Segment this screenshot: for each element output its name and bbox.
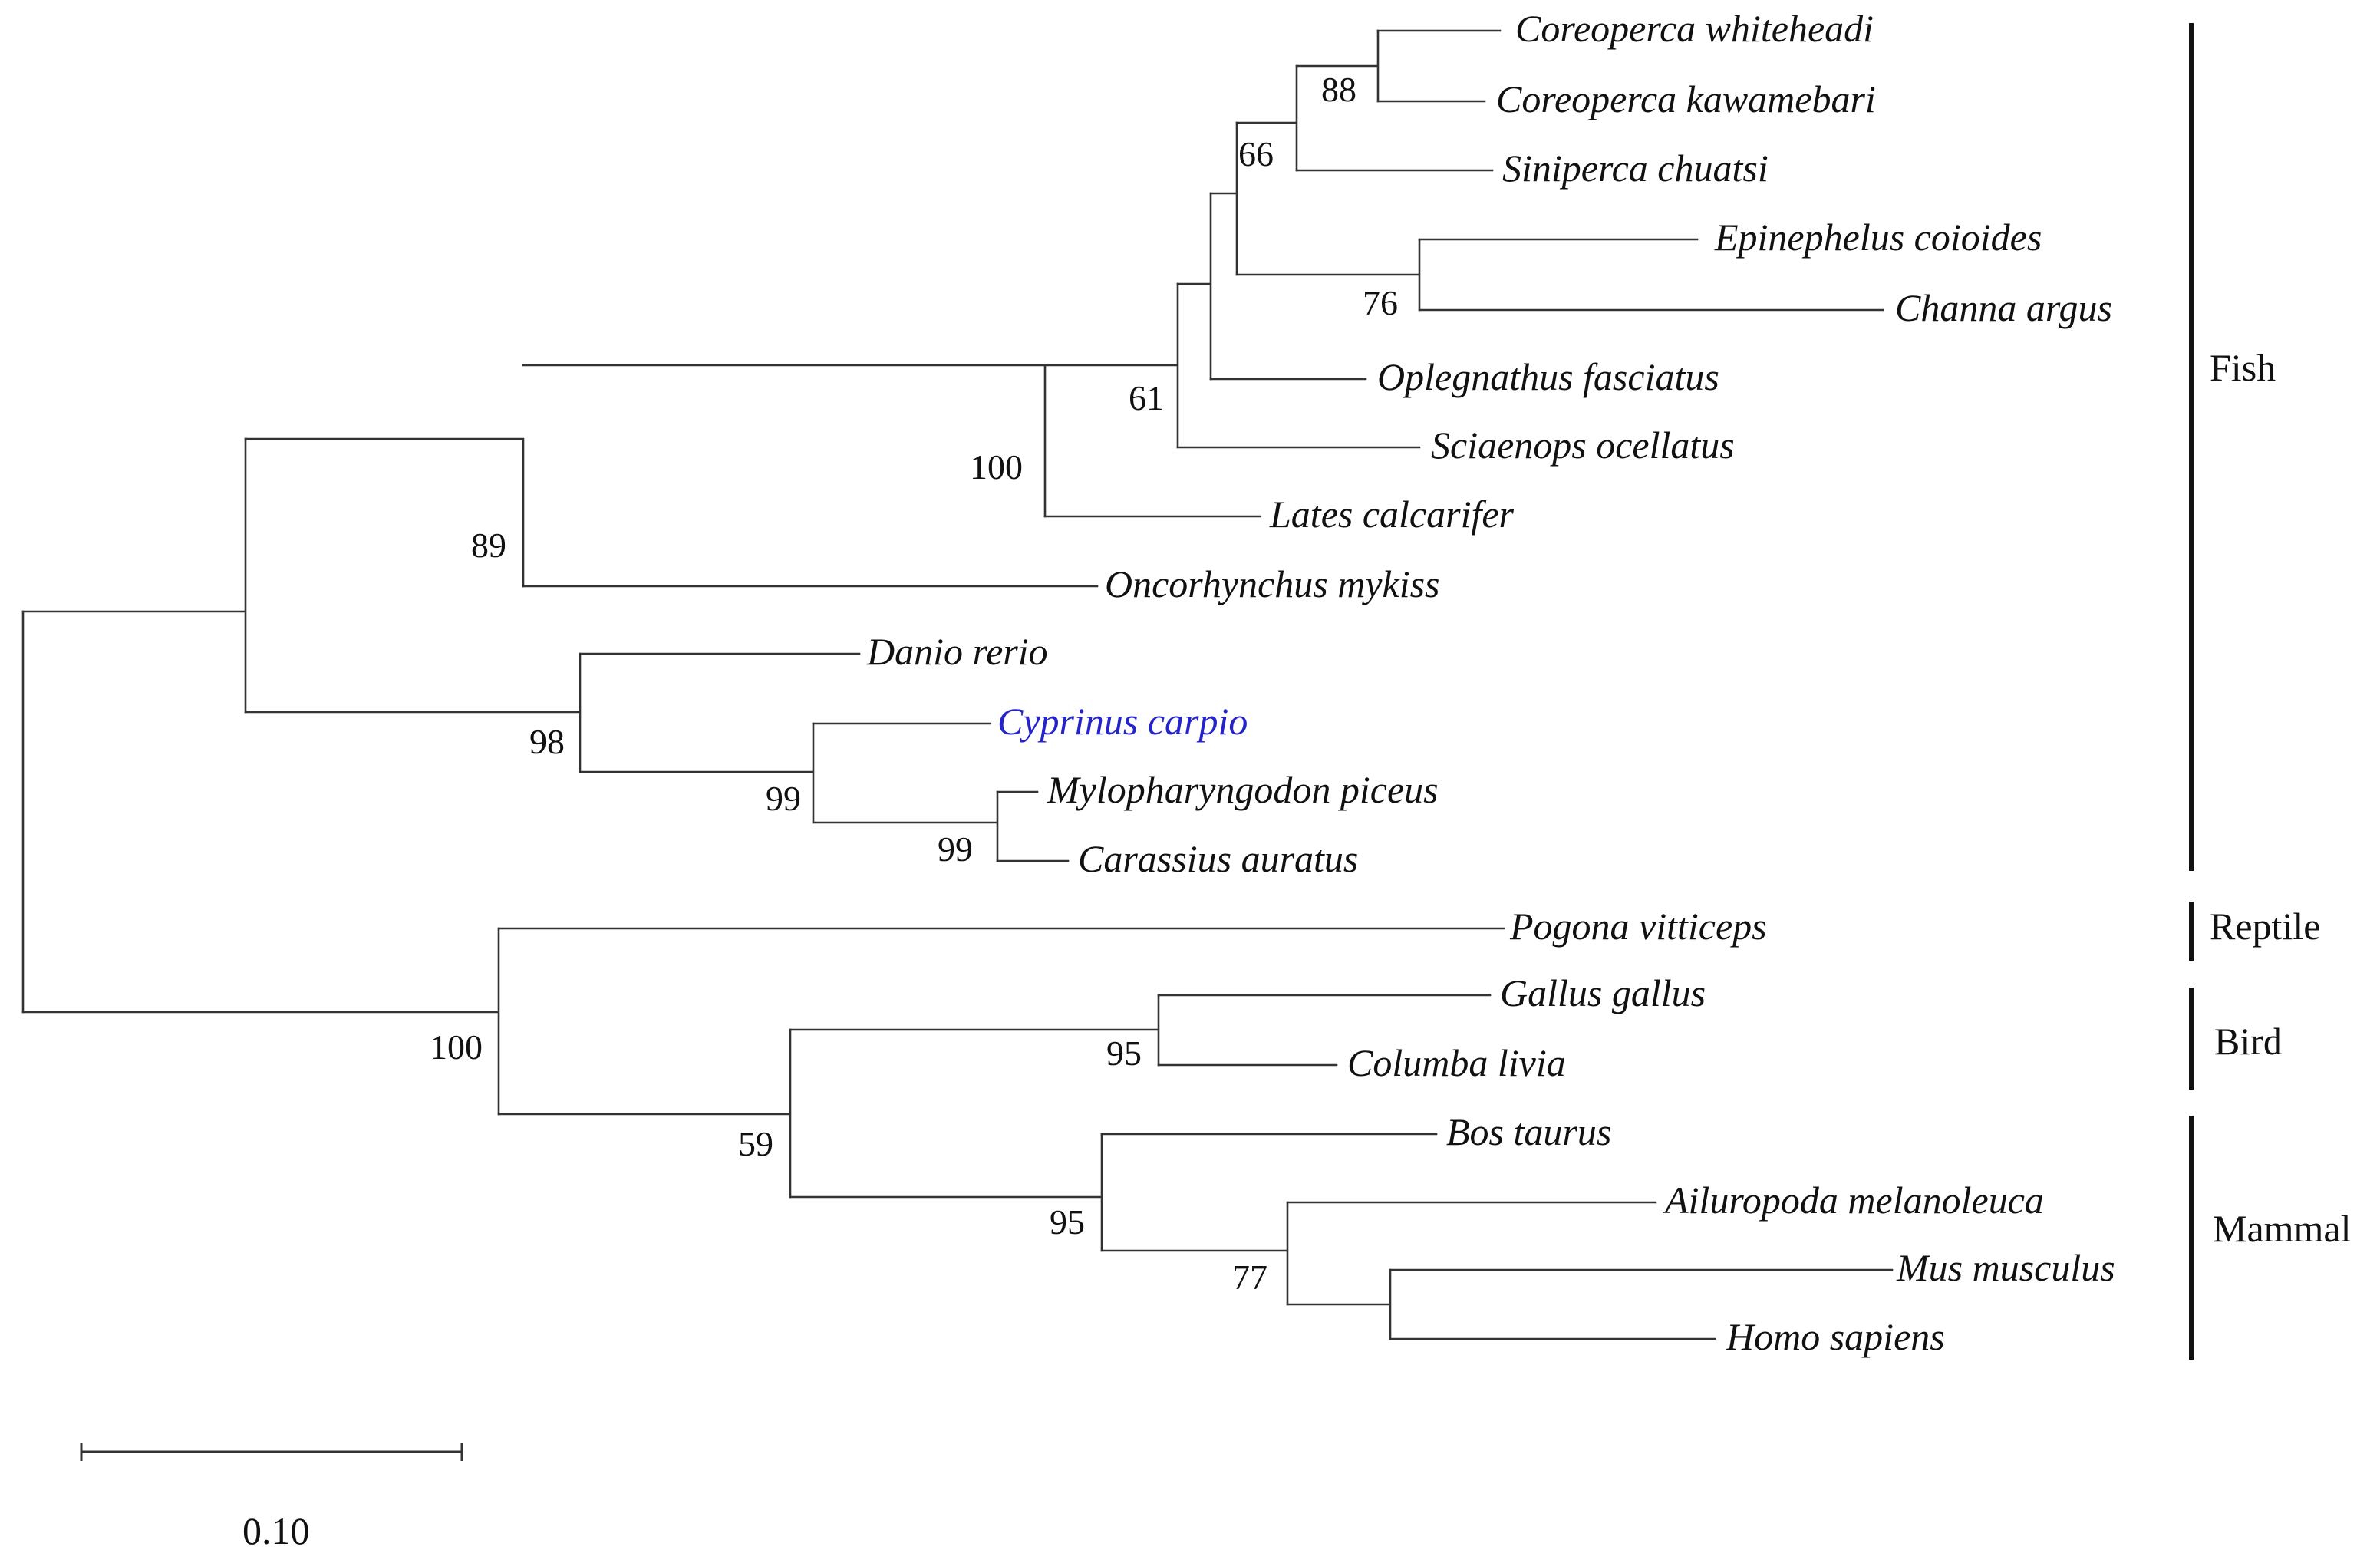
group-label-mammal: Mammal — [2213, 1207, 2352, 1250]
taxon-label: Mus musculus — [1896, 1246, 2115, 1289]
bootstrap-value: 95 — [1050, 1202, 1085, 1241]
taxon-label: Lates calcarifer — [1269, 493, 1515, 536]
branch-node-61 — [1043, 282, 1179, 449]
branch-node-76 — [1235, 238, 1421, 312]
scale-bar: 0.10 — [80, 1443, 463, 1552]
bootstrap-value: 99 — [766, 779, 801, 818]
bootstrap-value: 99 — [938, 829, 973, 869]
taxon-label: Ailuropoda melanoleuca — [1663, 1179, 2044, 1222]
bootstrap-value: 76 — [1363, 283, 1398, 322]
bootstrap-value: 89 — [471, 526, 506, 565]
taxon-label: Coreoperca whiteheadi — [1515, 7, 1874, 50]
scale-bar-label: 0.10 — [242, 1509, 310, 1552]
group-brackets: Fish Reptile Bird Mammal — [2189, 23, 2352, 1360]
bootstrap-value: 66 — [1238, 134, 1274, 173]
branch-node-1612 — [1209, 121, 1238, 276]
branch-node-mus-homo — [1286, 1268, 1392, 1340]
branch-node-oplegnathus — [1176, 192, 1212, 381]
bootstrap-value: 100 — [430, 1027, 483, 1067]
branch-node-99a — [579, 722, 815, 824]
group-label-fish: Fish — [2210, 346, 2276, 389]
taxon-label: Danio rerio — [866, 630, 1048, 673]
branch-node-100-fish — [522, 364, 1047, 518]
branch-node-98 — [244, 652, 582, 773]
taxon-label: Carassius auratus — [1078, 837, 1358, 880]
branch-node-95-mammal — [789, 1133, 1103, 1252]
branch-node-66 — [1235, 64, 1298, 172]
bootstrap-value: 88 — [1321, 70, 1356, 109]
taxon-label: Channa argus — [1895, 286, 2112, 329]
taxon-label: Oncorhynchus mykiss — [1105, 562, 1440, 605]
taxon-label: Oplegnathus fasciatus — [1377, 355, 1719, 398]
branch-node-95-bird — [789, 994, 1160, 1067]
branch-node-59 — [497, 1028, 792, 1199]
tree-branches — [21, 29, 1894, 1340]
bootstrap-value: 59 — [738, 1124, 773, 1163]
taxon-label: Coreoperca kawamebari — [1496, 77, 1876, 120]
taxon-label: Epinephelus coioides — [1714, 216, 2042, 259]
branch-fish-clade — [21, 437, 247, 714]
taxon-label: Sciaenops ocellatus — [1431, 424, 1735, 467]
branch-tetrapod-clade — [21, 927, 500, 1116]
branch-node-88 — [1295, 29, 1380, 103]
bootstrap-value: 95 — [1106, 1034, 1142, 1073]
bootstrap-value: 77 — [1232, 1258, 1267, 1297]
bootstrap-values: 88 66 76 61 100 89 99 99 98 95 77 95 59 … — [430, 70, 1398, 1297]
taxon-label: Homo sapiens — [1726, 1315, 1945, 1358]
branch-node-99b — [812, 790, 999, 862]
group-label-bird: Bird — [2214, 1020, 2283, 1063]
branch-node-77 — [1100, 1201, 1289, 1306]
bootstrap-value: 100 — [970, 447, 1023, 486]
taxon-label: Siniperca chuatsi — [1502, 147, 1769, 190]
taxon-label: Pogona vitticeps — [1509, 905, 1767, 948]
taxon-labels: Coreoperca whiteheadi Coreoperca kawameb… — [866, 7, 2115, 1358]
bootstrap-value: 98 — [529, 722, 565, 761]
taxon-label-highlighted: Cyprinus carpio — [997, 700, 1248, 743]
taxon-label: Gallus gallus — [1500, 971, 1706, 1014]
taxon-label: Bos taurus — [1446, 1110, 1611, 1153]
group-label-reptile: Reptile — [2210, 905, 2320, 948]
bootstrap-value: 61 — [1129, 378, 1164, 417]
taxon-label: Mylopharyngodon piceus — [1047, 768, 1439, 811]
taxon-label: Columba livia — [1347, 1041, 1566, 1084]
branch-node-89 — [244, 437, 525, 588]
